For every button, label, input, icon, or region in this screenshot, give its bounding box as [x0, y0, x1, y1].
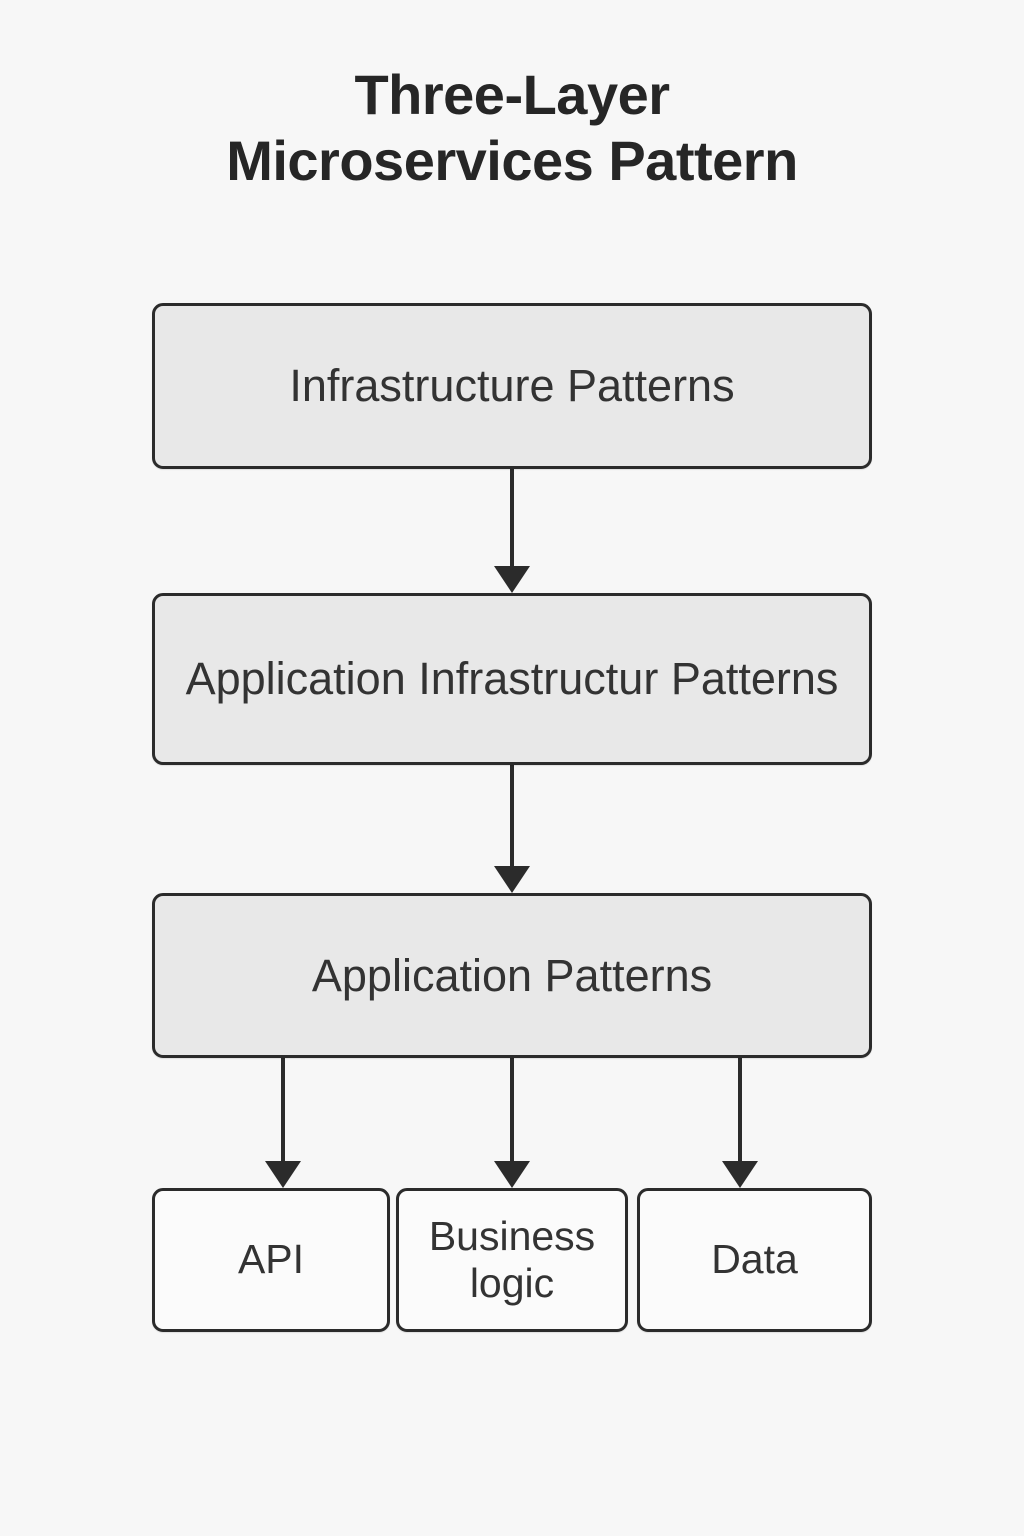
edge-infrastructure-to-application-infrastructure — [494, 469, 530, 593]
node-business-logic[interactable]: Business logic — [396, 1188, 628, 1332]
page-title: Three-Layer Microservices Pattern — [226, 63, 798, 193]
node-label-application-patterns: Application Patterns — [311, 949, 713, 1001]
node-label-api: API — [237, 1236, 305, 1283]
node-label-infrastructure-patterns: Infrastructure Patterns — [289, 360, 735, 412]
node-label-data: Data — [711, 1236, 798, 1283]
node-label-business-logic: Business logic — [428, 1212, 596, 1306]
node-application-patterns[interactable]: Application Patterns — [152, 893, 872, 1058]
node-infrastructure-patterns[interactable]: Infrastructure Patterns — [152, 303, 872, 469]
edge-application-to-data — [722, 1058, 758, 1188]
edge-application-to-business-logic — [494, 1058, 530, 1188]
edge-application-to-api — [265, 1058, 301, 1188]
edge-application-infrastructure-to-application — [494, 765, 530, 893]
node-label-application-infrastructure-patterns: Application Infrastructur Patterns — [185, 653, 839, 705]
node-application-infrastructure-patterns[interactable]: Application Infrastructur Patterns — [152, 593, 872, 765]
node-api[interactable]: API — [152, 1188, 390, 1332]
node-data[interactable]: Data — [637, 1188, 872, 1332]
